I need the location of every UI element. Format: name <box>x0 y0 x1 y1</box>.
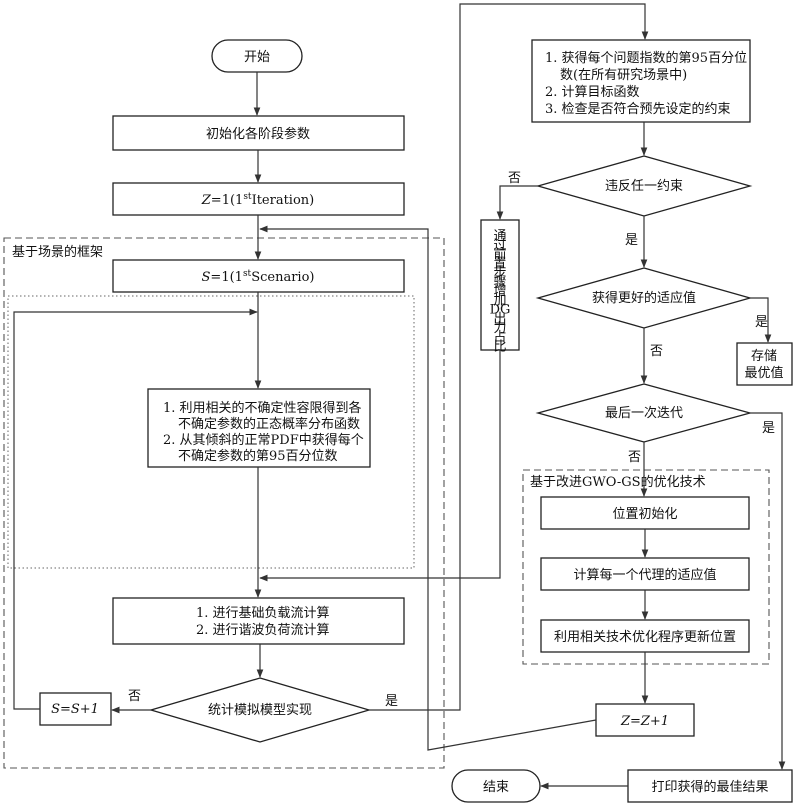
store-best-line-1: 存储 <box>751 349 777 364</box>
fitness-decision-label: 获得更好的适应值 <box>592 290 696 306</box>
s-increment-box <box>39 692 112 726</box>
arrow-s-loop-back <box>13 308 258 710</box>
dg-char: 骤 <box>493 275 506 290</box>
dg-char: 比 <box>493 339 506 354</box>
uncertainty-line-4: 不确定参数的第95百分位数 <box>178 448 338 464</box>
iteration-init-box <box>112 182 405 216</box>
calc-fitness-box <box>540 557 750 591</box>
scenario-frame <box>3 237 445 769</box>
store-best-box <box>736 342 793 386</box>
fitness-no-label: 否 <box>650 344 663 359</box>
arrow-violate-no-dg <box>496 185 538 220</box>
eval-line-3: 2. 计算目标函数 <box>545 85 640 100</box>
dg-char: 通 <box>493 229 506 244</box>
dg-char: 力 <box>493 321 506 336</box>
pos-init-box <box>540 496 750 530</box>
stat-no-label: 否 <box>128 689 141 704</box>
dg-char: 前 <box>493 246 506 262</box>
init-params-label: 初始化各阶段参数 <box>206 126 310 142</box>
uncertainty-box <box>147 388 371 468</box>
load-flow-line-1: 1. 进行基础负载流计算 <box>196 606 330 621</box>
violate-decision-label: 违反任一约束 <box>605 179 683 194</box>
dg-char: 增 <box>493 284 506 299</box>
arrow-last-yes-print <box>750 412 786 770</box>
end-label: 结束 <box>483 780 509 795</box>
z-increment-box <box>595 703 695 737</box>
eval-line-2: 数(在所有研究场景中) <box>560 68 687 83</box>
dg-char: 加 <box>493 293 506 308</box>
gwo-frame-label: 基于改进GWO-GS的优化技术 <box>530 474 706 490</box>
end-node <box>451 769 541 803</box>
print-result-label: 打印获得的最佳结果 <box>651 779 768 795</box>
eval-line-1: 1. 获得每个问题指数的第95百分位 <box>545 50 747 66</box>
uncertainty-dotted-frame <box>7 295 415 569</box>
dg-char: DG <box>490 303 511 318</box>
uncertainty-line-2: 不确定参数的正态概率分布函数 <box>178 416 360 432</box>
stat-decision-diamond <box>148 677 372 743</box>
eval-line-4: 3. 检查是否符合预先设定的约束 <box>545 101 731 117</box>
gwo-frame <box>522 469 770 665</box>
calc-fitness-label: 计算每一个代理的适应值 <box>573 567 716 583</box>
dg-char: 过 <box>493 238 506 253</box>
print-result-box <box>627 769 793 803</box>
store-best-line-2: 最优值 <box>744 365 783 381</box>
last-iter-no-label: 否 <box>628 450 641 465</box>
load-flow-line-2: 2. 进行谐波负荷流计算 <box>196 623 330 638</box>
uncertainty-line-3: 2. 从其倾斜的正常PDF中获得每个 <box>163 432 364 448</box>
fitness-yes-label: 是 <box>755 315 768 330</box>
dg-char: 占 <box>493 330 506 345</box>
last-iter-yes-label: 是 <box>762 421 775 436</box>
arrow-fitness-yes-store <box>750 297 772 343</box>
dg-char: 出 <box>493 312 506 327</box>
s-increment-label: S=S+1 <box>51 702 99 717</box>
z-increment-label: Z=Z+1 <box>620 714 669 729</box>
arrow-stat-yes-eval <box>369 3 649 711</box>
scenario-init-box <box>112 259 405 293</box>
update-pos-label: 利用相关技术优化程序更新位置 <box>554 629 736 645</box>
dg-adjust-box <box>480 219 520 351</box>
init-params-box <box>112 115 405 151</box>
dg-char: 置 <box>493 257 506 272</box>
scenario-init-label: S=1(1stScenario) <box>202 269 315 285</box>
stat-decision-label: 统计模拟模型实现 <box>208 703 312 718</box>
violate-no-label: 否 <box>508 171 521 186</box>
start-label: 开始 <box>244 50 270 65</box>
arrow-loop-z-return <box>259 225 597 751</box>
last-iter-decision-label: 最后一次迭代 <box>605 405 683 421</box>
uncertainty-line-1: 1. 利用相关的不确定性容限得到各 <box>163 400 362 416</box>
load-flow-box <box>112 597 405 645</box>
scenario-frame-label: 基于场景的框架 <box>12 244 103 260</box>
stat-yes-label: 是 <box>385 694 398 709</box>
pos-init-label: 位置初始化 <box>612 507 677 522</box>
arrow-dg-to-flow <box>259 350 501 582</box>
dg-char: 步 <box>493 266 506 281</box>
iteration-init-label: Z=1(1stIteration) <box>201 192 314 208</box>
evaluation-box <box>531 39 751 123</box>
violate-yes-label: 是 <box>625 233 638 248</box>
